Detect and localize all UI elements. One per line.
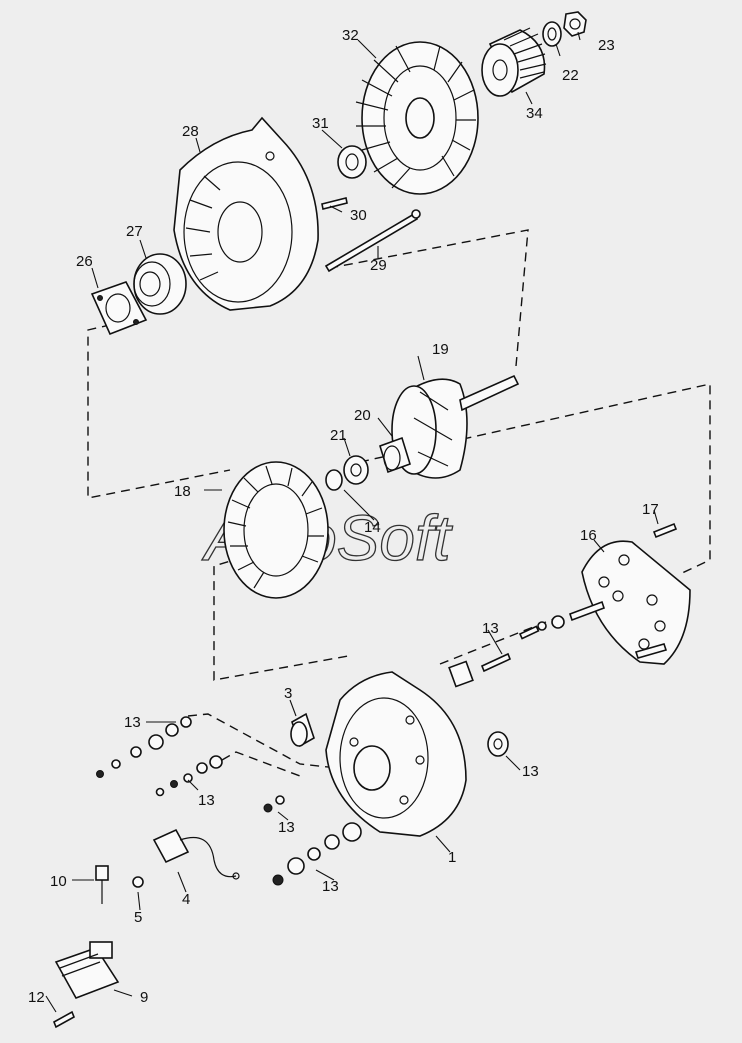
- part-number-label: 12: [28, 989, 45, 1006]
- part-number-label: 20: [354, 407, 371, 424]
- part-number-label: 3: [284, 685, 292, 702]
- capacitor: [152, 828, 240, 880]
- rectifier-screw: [652, 522, 678, 539]
- assembly-guide-line-lower: [187, 617, 557, 777]
- voltage-regulator: [54, 941, 120, 999]
- part-number-label: 28: [182, 123, 199, 140]
- assembly-guide-line-upper: [87, 229, 529, 499]
- part-number-label: 27: [126, 223, 143, 240]
- part-number-label: 13: [522, 763, 539, 780]
- bushing: [290, 712, 315, 748]
- regulator-screw: [52, 1010, 76, 1029]
- part-number-label: 29: [370, 257, 387, 274]
- washer-set-center: [263, 795, 285, 813]
- part-number-label: 21: [330, 427, 347, 444]
- part-number-label: 13: [198, 792, 215, 809]
- part-number-label: 31: [312, 115, 329, 132]
- part-number-label: 16: [580, 527, 597, 544]
- part-number-label: 19: [432, 341, 449, 358]
- assembly-guide-line-middle: [213, 383, 711, 681]
- part-number-label: 5: [134, 909, 142, 926]
- part-number-label: 18: [174, 483, 191, 500]
- housing-screw: [321, 197, 348, 210]
- washer-set-upper: [96, 716, 192, 778]
- part-number-label: 13: [482, 620, 499, 637]
- slip-ring-end-housing: [325, 671, 467, 837]
- part-number-label: 13: [322, 878, 339, 895]
- drive-end-housing: [173, 116, 319, 311]
- slip-ring: [379, 436, 411, 474]
- bearing-ring: [325, 469, 343, 491]
- bearing-retainer-plate: [90, 281, 148, 336]
- part-number-label: 30: [350, 207, 367, 224]
- rear-bearing: [343, 455, 369, 485]
- fan-spacer: [337, 145, 367, 179]
- part-number-label: 17: [642, 501, 659, 518]
- front-bearing: [133, 253, 187, 315]
- part-number-label: 10: [50, 873, 67, 890]
- terminal-connector: [95, 865, 109, 904]
- part-number-label: 32: [342, 27, 359, 44]
- part-number-label: 13: [124, 714, 141, 731]
- washer-set-bottom: [272, 822, 362, 886]
- pulley-washer: [542, 21, 562, 47]
- capacitor-screw: [132, 876, 144, 888]
- stator: [223, 461, 329, 599]
- terminal-hardware-set: [448, 615, 565, 688]
- part-number-label: 9: [140, 989, 148, 1006]
- drive-pulley: [481, 27, 547, 97]
- part-number-label: 23: [598, 37, 615, 54]
- part-number-label: 22: [562, 67, 579, 84]
- cooling-fan: [355, 41, 479, 195]
- rectifier-plate: [568, 540, 691, 665]
- part-number-label: 1: [448, 849, 456, 866]
- rotor: [391, 374, 520, 479]
- part-number-label: 13: [278, 819, 295, 836]
- part-number-label: 26: [76, 253, 93, 270]
- part-number-label: 4: [182, 891, 190, 908]
- part-number-label: 14: [364, 519, 381, 536]
- leader-lines: [45, 31, 659, 1013]
- part-number-label: 34: [526, 105, 543, 122]
- through-bolt: [324, 209, 421, 273]
- housing-nut: [487, 731, 509, 757]
- washer-set-lower: [155, 755, 223, 797]
- pulley-nut: [563, 11, 587, 37]
